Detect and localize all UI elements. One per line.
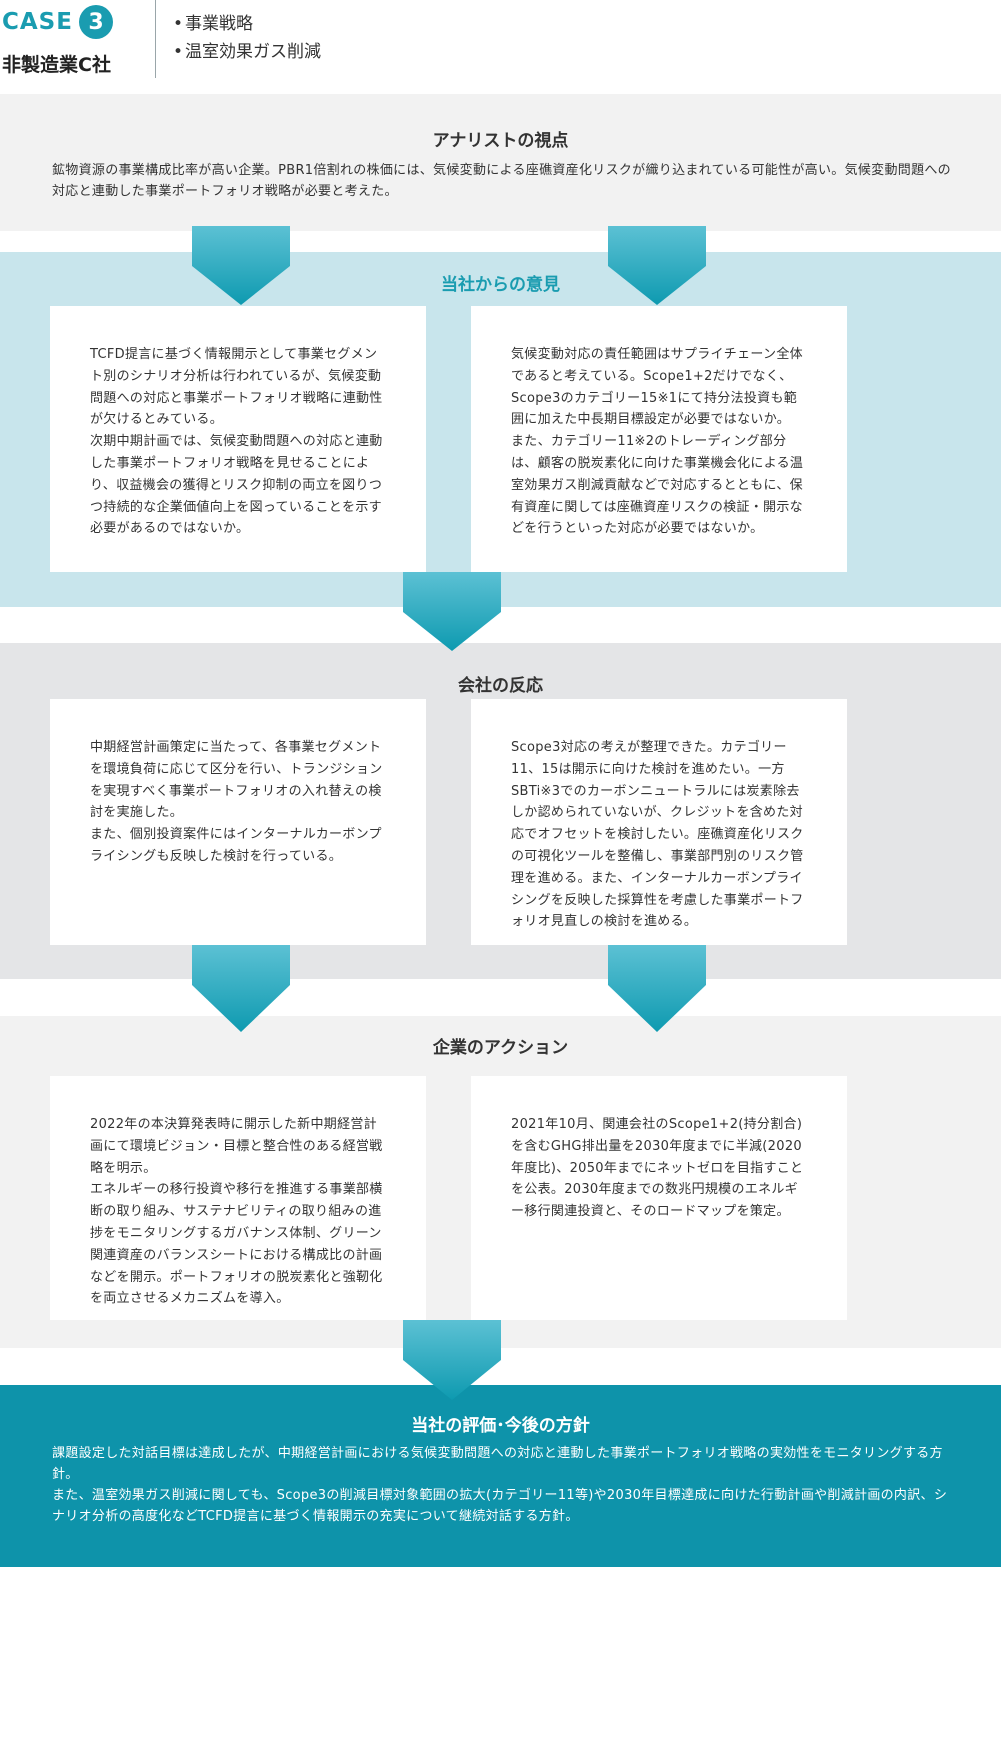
case-header: CASE 3 非製造業C社 事業戦略 温室効果ガス削減 — [0, 0, 1001, 90]
reaction-title: 会社の反応 — [458, 676, 543, 696]
evaluation-title: 当社の評価･今後の方針 — [411, 1416, 590, 1436]
analyst-section: アナリストの視点 鉱物資源の事業構成比率が高い企業。PBR1倍割れの株価には、気… — [0, 94, 1001, 231]
analyst-title: アナリストの視点 — [432, 131, 569, 151]
down-arrow — [403, 1320, 501, 1408]
reaction-right-text: Scope3対応の考えが整理できた。カテゴリー11、15は開示に向けた検討を進め… — [511, 740, 804, 930]
company-name: 非製造業C社 — [2, 54, 111, 76]
analyst-body: 鉱物資源の事業構成比率が高い企業。PBR1倍割れの株価には、気候変動による座礁資… — [52, 163, 951, 199]
down-arrow — [192, 226, 290, 314]
evaluation-body: 課題設定した対話目標は達成したが、中期経営計画における気候変動問題への対応と連動… — [52, 1446, 948, 1524]
action-card-left: 2022年の本決算発表時に開示した新中期経営計画にて環境ビジョン・目標と整合性の… — [50, 1076, 426, 1320]
opinion-right-text: 気候変動対応の責任範囲はサプライチェーン全体であると考えている。Scope1+2… — [511, 347, 804, 537]
reaction-card-left: 中期経営計画策定に当たって、各事業セグメントを環境負荷に応じて区分を行い、トラン… — [50, 699, 426, 945]
opinion-card-right: 気候変動対応の責任範囲はサプライチェーン全体であると考えている。Scope1+2… — [471, 306, 847, 572]
evaluation-section: 当社の評価･今後の方針 課題設定した対話目標は達成したが、中期経営計画における気… — [0, 1385, 1001, 1567]
action-title: 企業のアクション — [432, 1038, 569, 1058]
down-arrow — [192, 945, 290, 1033]
down-arrow — [608, 226, 706, 314]
action-right-text: 2021年10月、関連会社のScope1+2(持分割合)を含むGHG排出量を20… — [511, 1117, 804, 1220]
case-label-text: CASE — [2, 9, 73, 35]
reaction-left-text: 中期経営計画策定に当たって、各事業セグメントを環境負荷に応じて区分を行い、トラン… — [90, 740, 383, 864]
case-number-badge: 3 — [78, 5, 113, 39]
opinion-left-text: TCFD提言に基づく情報開示として事業セグメント別のシナリオ分析は行われているが… — [90, 347, 383, 537]
down-arrow — [403, 572, 501, 660]
topic-tag: 事業戦略 — [173, 10, 321, 38]
reaction-card-right: Scope3対応の考えが整理できた。カテゴリー11、15は開示に向けた検討を進め… — [471, 699, 847, 945]
down-arrow — [608, 945, 706, 1033]
topic-tag: 温室効果ガス削減 — [173, 38, 321, 66]
case-label: CASE 3 — [2, 5, 113, 39]
action-card-right: 2021年10月、関連会社のScope1+2(持分割合)を含むGHG排出量を20… — [471, 1076, 847, 1320]
opinion-title: 当社からの意見 — [441, 275, 560, 295]
header-divider — [155, 0, 156, 78]
topic-tags: 事業戦略 温室効果ガス削減 — [173, 10, 321, 66]
opinion-card-left: TCFD提言に基づく情報開示として事業セグメント別のシナリオ分析は行われているが… — [50, 306, 426, 572]
action-left-text: 2022年の本決算発表時に開示した新中期経営計画にて環境ビジョン・目標と整合性の… — [90, 1117, 383, 1307]
